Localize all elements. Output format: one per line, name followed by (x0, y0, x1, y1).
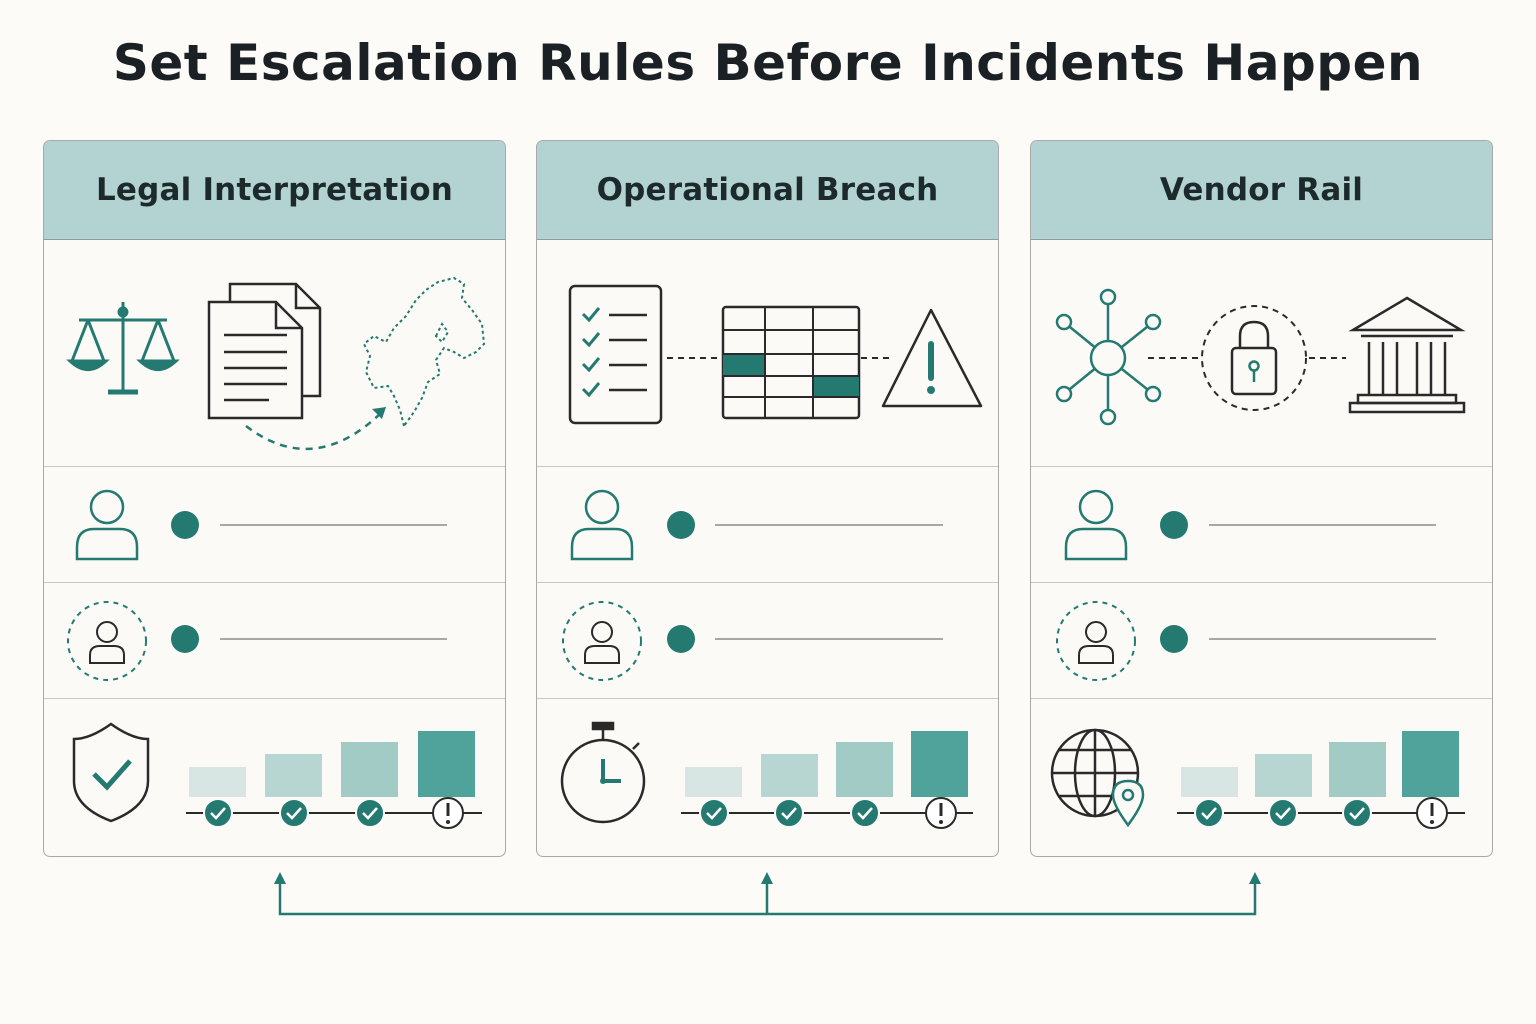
progress-bar (836, 742, 893, 797)
backup-owner-row (44, 583, 505, 699)
check-circle-icon (355, 798, 385, 828)
icon-row-graphics (568, 284, 983, 425)
status-dot (667, 625, 695, 653)
data-table-icon (721, 305, 861, 420)
backup-row-graphics (1056, 601, 1436, 681)
check-circle-icon (699, 798, 729, 828)
network-hub-icon (1055, 288, 1162, 426)
backup-owner-row (537, 583, 998, 699)
backup-owner-row (1031, 583, 1492, 699)
panel-header: Operational Breach (537, 141, 998, 240)
scales-icon (66, 302, 180, 395)
panel-header: Legal Interpretation (44, 141, 505, 240)
user-icon (1064, 489, 1128, 561)
progress-bar (761, 754, 818, 797)
icon-row-graphics (1055, 288, 1466, 426)
panel-vendor-rail: Vendor Rail (1030, 140, 1493, 857)
user-icon (570, 489, 634, 561)
progress-bar (1329, 742, 1386, 797)
owner-row (44, 467, 505, 583)
owner-row (1031, 467, 1492, 583)
status-dot (1160, 625, 1188, 653)
icon-row (1031, 240, 1492, 467)
user-icon (75, 489, 139, 561)
panel-legal-interpretation: Legal Interpretation (43, 140, 506, 857)
checklist-icon (568, 284, 663, 425)
status-row-graphics (560, 721, 973, 829)
status-dot (171, 511, 199, 539)
documents-icon (207, 282, 322, 420)
shield-check-icon (72, 722, 150, 823)
status-row-graphics (72, 722, 482, 829)
status-dot (171, 625, 199, 653)
check-circle-icon (1194, 798, 1224, 828)
progress-bar (1255, 754, 1312, 797)
panel-title: Operational Breach (596, 172, 939, 208)
backup-user-icon (562, 601, 642, 681)
owner-row (537, 467, 998, 583)
progress-bar (685, 767, 742, 797)
panel-operational-breach: Operational Breach (536, 140, 999, 857)
backup-row-graphics (562, 601, 943, 681)
check-circle-icon (850, 798, 880, 828)
check-circle-icon (203, 798, 233, 828)
backup-row-graphics (67, 601, 447, 681)
icon-row (537, 240, 998, 467)
check-circle-icon (1342, 798, 1372, 828)
status-row (537, 699, 998, 856)
connector-arrowheads (274, 872, 1261, 884)
warning-icon (881, 308, 983, 408)
backup-user-icon (1056, 601, 1136, 681)
alert-circle-icon (1416, 797, 1448, 829)
progress-bar (265, 754, 322, 797)
progress-bar (418, 731, 475, 797)
panel-header: Vendor Rail (1031, 141, 1492, 240)
page-title: Set Escalation Rules Before Incidents Ha… (112, 34, 1424, 92)
panel-title: Vendor Rail (1159, 172, 1364, 208)
status-dot (1160, 511, 1188, 539)
status-row (1031, 699, 1492, 856)
status-row-graphics (1050, 728, 1465, 829)
panel-title: Legal Interpretation (95, 172, 454, 208)
owner-row-graphics (75, 489, 447, 561)
progress-bar (911, 731, 968, 797)
check-circle-icon (279, 798, 309, 828)
progress-bar (1402, 731, 1459, 797)
alert-circle-icon (925, 797, 957, 829)
status-dot (667, 511, 695, 539)
alert-circle-icon (432, 797, 464, 829)
check-circle-icon (774, 798, 804, 828)
icon-row (44, 240, 505, 467)
icon-row-graphics (66, 276, 486, 451)
bank-icon (1348, 296, 1466, 414)
padlock-icon (1201, 305, 1307, 411)
stopwatch-icon (560, 721, 646, 824)
backup-user-icon (67, 601, 147, 681)
progress-bar (1181, 767, 1238, 797)
owner-row-graphics (570, 489, 943, 561)
status-row (44, 699, 505, 856)
globe-location-icon (1050, 728, 1145, 828)
check-circle-icon (1268, 798, 1298, 828)
owner-row-graphics (1064, 489, 1436, 561)
region-map-icon (362, 276, 486, 429)
progress-bar (189, 767, 246, 797)
progress-bar (341, 742, 398, 797)
flow-arrow-icon (245, 407, 386, 451)
